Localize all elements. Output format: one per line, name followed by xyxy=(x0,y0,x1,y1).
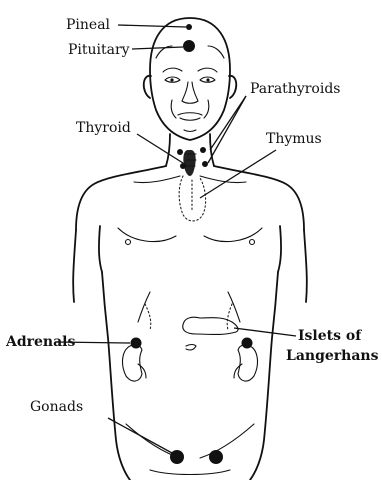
label-parathyroids: Parathyroids xyxy=(250,81,340,97)
pancreas xyxy=(183,317,238,334)
label-islets-line2: Langerhans xyxy=(286,348,379,364)
right-gonad xyxy=(209,450,223,464)
left-gonad xyxy=(170,450,184,464)
thymus-gland xyxy=(179,176,206,221)
label-thymus: Thymus xyxy=(266,131,322,147)
label-pituitary: Pituitary xyxy=(68,42,130,58)
label-pineal: Pineal xyxy=(66,17,111,33)
label-islets-line1: Islets of xyxy=(298,328,362,344)
organs xyxy=(123,24,258,464)
pituitary-gland xyxy=(183,40,195,52)
pineal-gland xyxy=(186,24,192,30)
label-gonads: Gonads xyxy=(30,399,83,415)
right-kidney xyxy=(238,345,257,381)
left-adrenal xyxy=(131,338,142,349)
left-kidney xyxy=(123,345,142,381)
head xyxy=(144,18,237,140)
torso xyxy=(73,134,307,480)
label-thyroid: Thyroid xyxy=(76,120,131,136)
right-adrenal xyxy=(242,338,253,349)
labels: Pineal Pituitary Parathyroids Thyroid Th… xyxy=(5,17,379,415)
label-adrenals: Adrenals xyxy=(5,334,76,350)
